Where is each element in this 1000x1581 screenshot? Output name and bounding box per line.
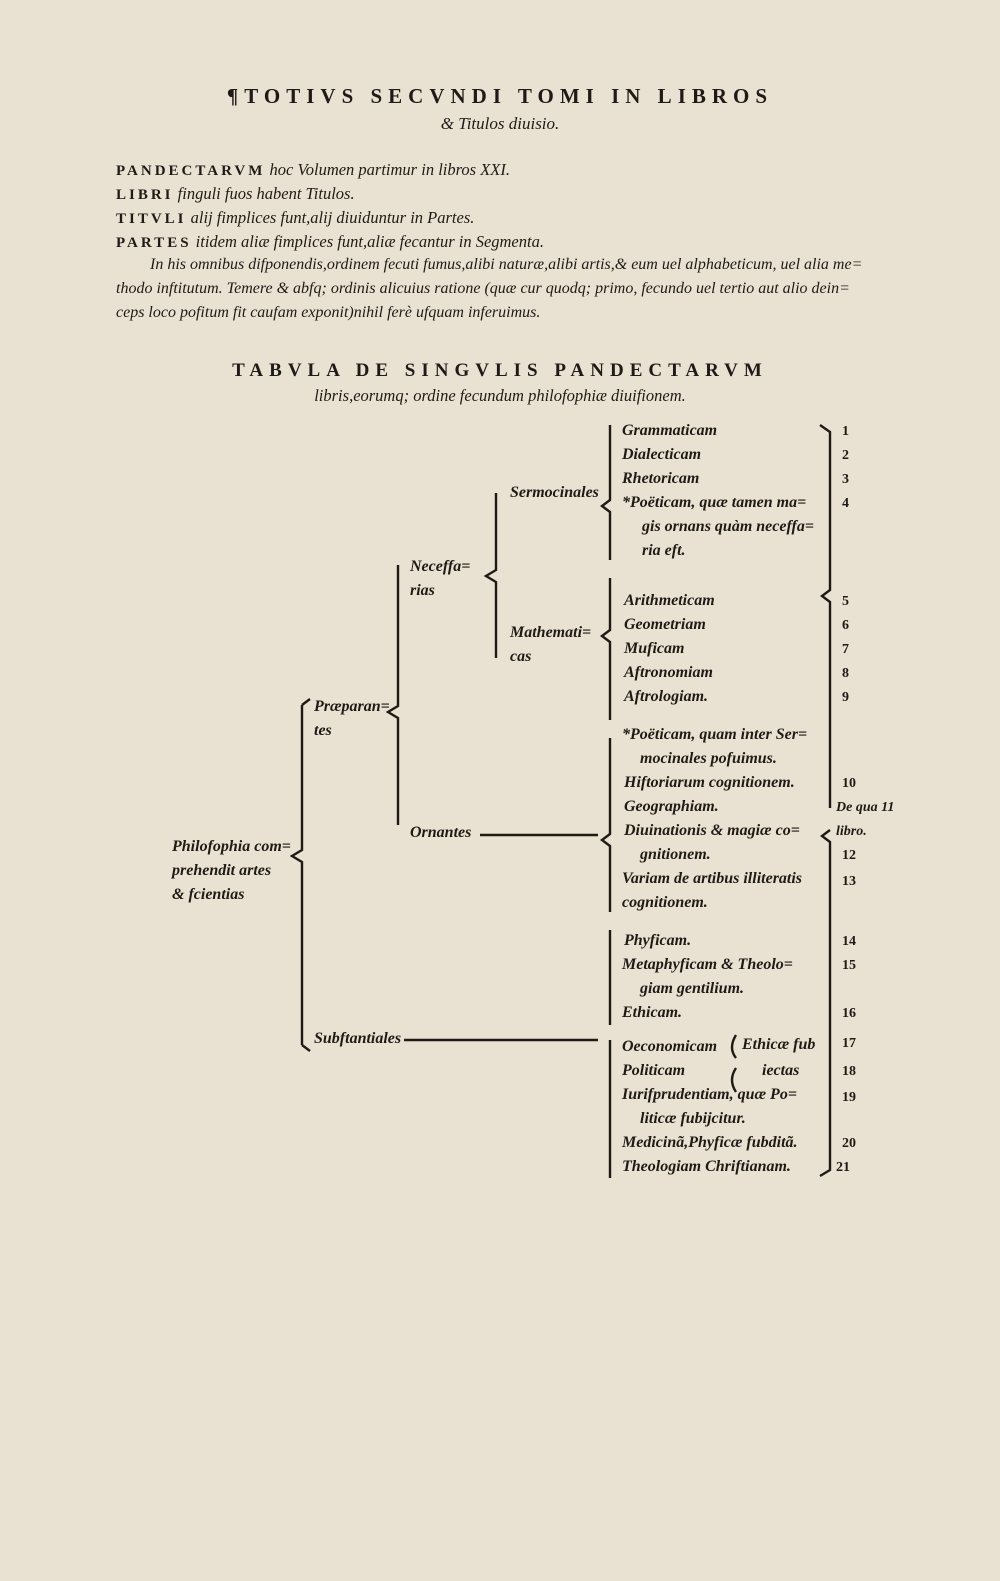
item-ethicae-sub-line-2: iectas [762, 1062, 800, 1079]
ornantes-bracket [600, 738, 612, 912]
ornantes-label: Ornantes [410, 824, 472, 841]
book-number-1: 1 [842, 424, 849, 439]
book-number-15: 15 [842, 958, 856, 973]
item-ethicae-sub-line-1: Ethicæ fub [742, 1036, 816, 1053]
item-iurisprudentiam-line-2: liticæ fubijcitur. [640, 1110, 746, 1127]
book-number-2: 2 [842, 448, 849, 463]
table-subtitle: libris,eorumq; ordine fecundum philofoph… [314, 386, 686, 405]
intro-line-4-rest: itidem aliæ fimplices funt,aliæ fecantur… [195, 232, 544, 251]
intro-line-1: PANDECTARVM hoc Volumen partimur in libr… [116, 160, 510, 180]
item-geographiam: Geographiam. [624, 798, 719, 815]
item-metaphysicam-line-2: giam gentilium. [640, 980, 745, 997]
root-line-2: prehendit artes [172, 862, 272, 879]
item-diuinationis-line-2: gnitionem. [640, 846, 711, 863]
item-astronomiam: Aftronomiam [624, 664, 713, 681]
root-line-1: Philofophia com= [172, 838, 291, 855]
book-number-11-line-2: libro. [836, 824, 867, 839]
book-number-9: 9 [842, 690, 849, 705]
numbers-bracket-upper [819, 424, 832, 808]
item-geometriam: Geometriam [624, 616, 706, 633]
root-bracket [289, 705, 304, 1045]
intro-line-4-caps: PARTES [116, 235, 192, 251]
book-number-14: 14 [842, 934, 856, 949]
item-iurisprudentiam-line-1: Iurifprudentiam, quæ Po= [622, 1086, 797, 1103]
item-arithmeticam: Arithmeticam [624, 592, 715, 609]
item-medicinam: Medicinã,Phyficæ fubditã. [622, 1134, 798, 1151]
intro-line-1-caps: PANDECTARVM [116, 163, 266, 179]
item-musicam: Muficam [624, 640, 685, 657]
book-number-19: 19 [842, 1090, 856, 1105]
praeparantes-bracket [385, 565, 400, 825]
table-title: TABVLA DE SINGVLIS PANDECTARVM [232, 360, 768, 381]
item-variam-line-2: cognitionem. [622, 894, 708, 911]
item-grammaticam: Grammaticam [622, 422, 718, 439]
intro-line-4: PARTES itidem aliæ fimplices funt,aliæ f… [116, 232, 544, 252]
mathematicas-bracket [600, 578, 612, 720]
item-poeticam-2-line-1: *Poëticam, quam inter Ser= [622, 726, 808, 743]
book-number-20: 20 [842, 1136, 856, 1151]
intro-line-2-caps: LIBRI [116, 187, 174, 203]
intro-line-1-rest: hoc Volumen partimur in libros XXI. [269, 160, 510, 179]
book-number-6: 6 [842, 618, 849, 633]
book-number-11-line-1: De qua 11 [836, 800, 895, 815]
item-oeconomicam: Oeconomicam [622, 1038, 718, 1055]
item-metaphysicam-line-1: Metaphyficam & Theolo= [622, 956, 793, 973]
intro-paragraph-line-2: thodo inftitutum. Temere & abfq; ordinis… [116, 280, 850, 297]
necessarias-bracket [483, 493, 498, 658]
item-rhetoricam: Rhetoricam [622, 470, 700, 487]
page-subheading: & Titulos diuisio. [440, 114, 560, 133]
root-line-3: & fcientias [172, 886, 245, 903]
mathematicas-label-2: cas [510, 648, 532, 665]
book-number-16: 16 [842, 1006, 856, 1021]
item-poeticam-2-line-2: mocinales pofuimus. [640, 750, 777, 767]
intro-line-2-rest: finguli fuos habent Titulos. [177, 184, 355, 203]
substantiales-label: Subftantiales [314, 1030, 402, 1047]
sermocinales-label: Sermocinales [510, 484, 599, 501]
necessarias-label-1: Neceffa= [410, 558, 471, 575]
intro-line-3: TITVLI alij fimplices funt,alij diuidunt… [116, 208, 474, 228]
book-number-7: 7 [842, 642, 849, 657]
book-number-13: 13 [842, 874, 856, 889]
item-poeticam-1-line-1: *Poëticam, quæ tamen ma= [622, 494, 807, 511]
item-theologiam: Theologiam Chriftianam. [622, 1158, 791, 1175]
book-number-12: 12 [842, 848, 856, 863]
book-number-21: 21 [836, 1160, 850, 1175]
item-dialecticam: Dialecticam [622, 446, 702, 463]
numbers-bracket-lower [819, 829, 832, 1178]
ethicae-brace [730, 1034, 738, 1059]
praeparantes-label-1: Præparan= [314, 698, 390, 715]
book-number-4: 4 [842, 496, 849, 511]
book-number-10: 10 [842, 776, 856, 791]
necessarias-label-2: rias [410, 582, 435, 599]
item-variam-line-1: Variam de artibus illiteratis [622, 870, 803, 887]
item-politicam: Politicam [622, 1062, 686, 1079]
item-poeticam-1-line-3: ria eft. [642, 542, 686, 559]
intro-paragraph-line-3: ceps loco pofitum fit caufam exponit)nih… [116, 304, 541, 321]
intro-line-3-caps: TITVLI [116, 211, 187, 227]
book-number-8: 8 [842, 666, 849, 681]
sermocinales-bracket [600, 425, 612, 560]
item-poeticam-1-line-2: gis ornans quàm neceffa= [642, 518, 814, 535]
book-number-18: 18 [842, 1064, 856, 1079]
mathematicas-label-1: Mathemati= [510, 624, 592, 641]
item-diuinationis-line-1: Diuinationis & magiæ co= [624, 822, 800, 839]
book-number-3: 3 [842, 472, 849, 487]
item-ethicam: Ethicam. [622, 1004, 683, 1021]
book-number-5: 5 [842, 594, 849, 609]
item-physicam: Phyficam. [624, 932, 692, 949]
intro-paragraph-line-1: In his omnibus difponendis,ordinem fecut… [150, 256, 863, 273]
praeparantes-label-2: tes [314, 722, 332, 739]
item-astrologiam: Aftrologiam. [624, 688, 709, 705]
page-heading: ¶TOTIVS SECVNDI TOMI IN LIBROS [226, 84, 774, 108]
item-historiarum: Hiftoriarum cognitionem. [624, 774, 795, 791]
intro-line-3-rest: alij fimplices funt,alij diuiduntur in P… [190, 208, 475, 227]
book-number-17: 17 [842, 1036, 856, 1051]
intro-line-2: LIBRI finguli fuos habent Titulos. [116, 184, 355, 204]
